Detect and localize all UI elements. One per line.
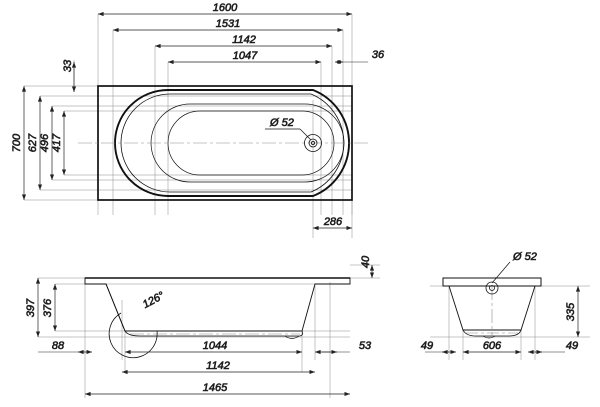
top-dim-1142: 1142 [155, 34, 332, 49]
dim-33-label: 33 [62, 59, 74, 72]
side-drain-label: Ø 52 [512, 251, 537, 263]
front-dim-397: 397 [25, 278, 41, 337]
dim-36-label: 36 [372, 49, 385, 61]
top-drain-label: Ø 52 [269, 117, 294, 129]
side-dim-49-left: 49 [421, 340, 456, 355]
dim-1044-label: 1044 [203, 340, 227, 352]
tub-basin-contour-1 [150, 103, 345, 183]
drain-leader-top [265, 128, 312, 141]
dim-496-label: 496 [39, 133, 51, 152]
top-dim-700: 700 [11, 86, 27, 200]
top-dim-496: 496 [39, 106, 55, 180]
dim-286-label: 286 [323, 216, 343, 228]
dim-88-label: 88 [52, 340, 65, 352]
dim-397-label: 397 [25, 298, 37, 317]
front-view-group: 126° 397 376 40 88 53 10 [25, 255, 380, 398]
front-angle-arc [108, 312, 158, 359]
dim-1142-label: 1142 [232, 34, 256, 46]
side-dim-335: 335 [565, 286, 581, 337]
top-view-extension-lines [24, 14, 353, 238]
tub-rim-inner-offset [120, 93, 345, 193]
top-dim-1047: 1047 [168, 50, 321, 65]
dim-1142-front-label: 1142 [206, 360, 230, 372]
side-tub-outline [448, 285, 536, 331]
dim-627-label: 627 [27, 133, 39, 152]
front-basin-bottom [124, 330, 304, 337]
dim-49-right-label: 49 [566, 340, 578, 352]
dim-417-label: 417 [51, 133, 63, 152]
dim-49-left-label: 49 [421, 340, 433, 352]
dim-335-label: 335 [565, 302, 577, 321]
front-dim-88: 88 [38, 340, 92, 355]
side-basin-bottom [462, 329, 522, 337]
tub-basin-contour-2 [167, 110, 335, 176]
dim-1600-label: 1600 [213, 2, 238, 14]
front-view-extension-lines [38, 264, 380, 398]
side-dim-49-right: 49 [528, 340, 578, 355]
dim-53-label: 53 [359, 340, 372, 352]
dim-1047-label: 1047 [233, 50, 258, 62]
drain-hole-side-view [485, 281, 499, 295]
top-dim-286: 286 [313, 216, 352, 231]
dim-1465-label: 1465 [203, 382, 228, 394]
top-view-group: Ø 52 1600 1531 1142 1047 36 33 [11, 2, 385, 238]
side-view-group: Ø 52 335 49 49 606 [421, 251, 590, 360]
front-dim-53: 53 [315, 340, 372, 355]
front-dim-1465: 1465 [85, 382, 350, 397]
side-drain-bump [482, 335, 496, 339]
dim-40-label: 40 [360, 255, 372, 268]
dim-606-label: 606 [483, 340, 502, 352]
front-backrest-slope [105, 283, 126, 332]
front-dim-1142: 1142 [122, 360, 315, 375]
top-dim-1531: 1531 [113, 18, 343, 33]
front-tub-outline [84, 277, 351, 332]
front-dim-376: 376 [42, 284, 58, 331]
side-dim-606: 606 [463, 340, 521, 355]
front-drain-bump [284, 335, 300, 339]
front-angle-label: 126° [141, 289, 167, 311]
dim-376-label: 376 [42, 298, 54, 317]
top-dim-36: 36 [335, 49, 385, 65]
tub-rim-outline [114, 89, 350, 197]
dim-700-label: 700 [11, 133, 23, 152]
front-dim-40: 40 [360, 255, 375, 278]
front-dim-1044: 1044 [125, 340, 302, 355]
top-dim-33: 33 [62, 59, 77, 92]
side-drain-leader [491, 261, 511, 284]
top-dim-1600: 1600 [98, 2, 352, 17]
drain-hole-top-view [304, 134, 322, 152]
top-dim-417: 417 [51, 111, 67, 175]
dim-1531-label: 1531 [216, 18, 240, 30]
top-dim-627: 627 [27, 96, 43, 190]
